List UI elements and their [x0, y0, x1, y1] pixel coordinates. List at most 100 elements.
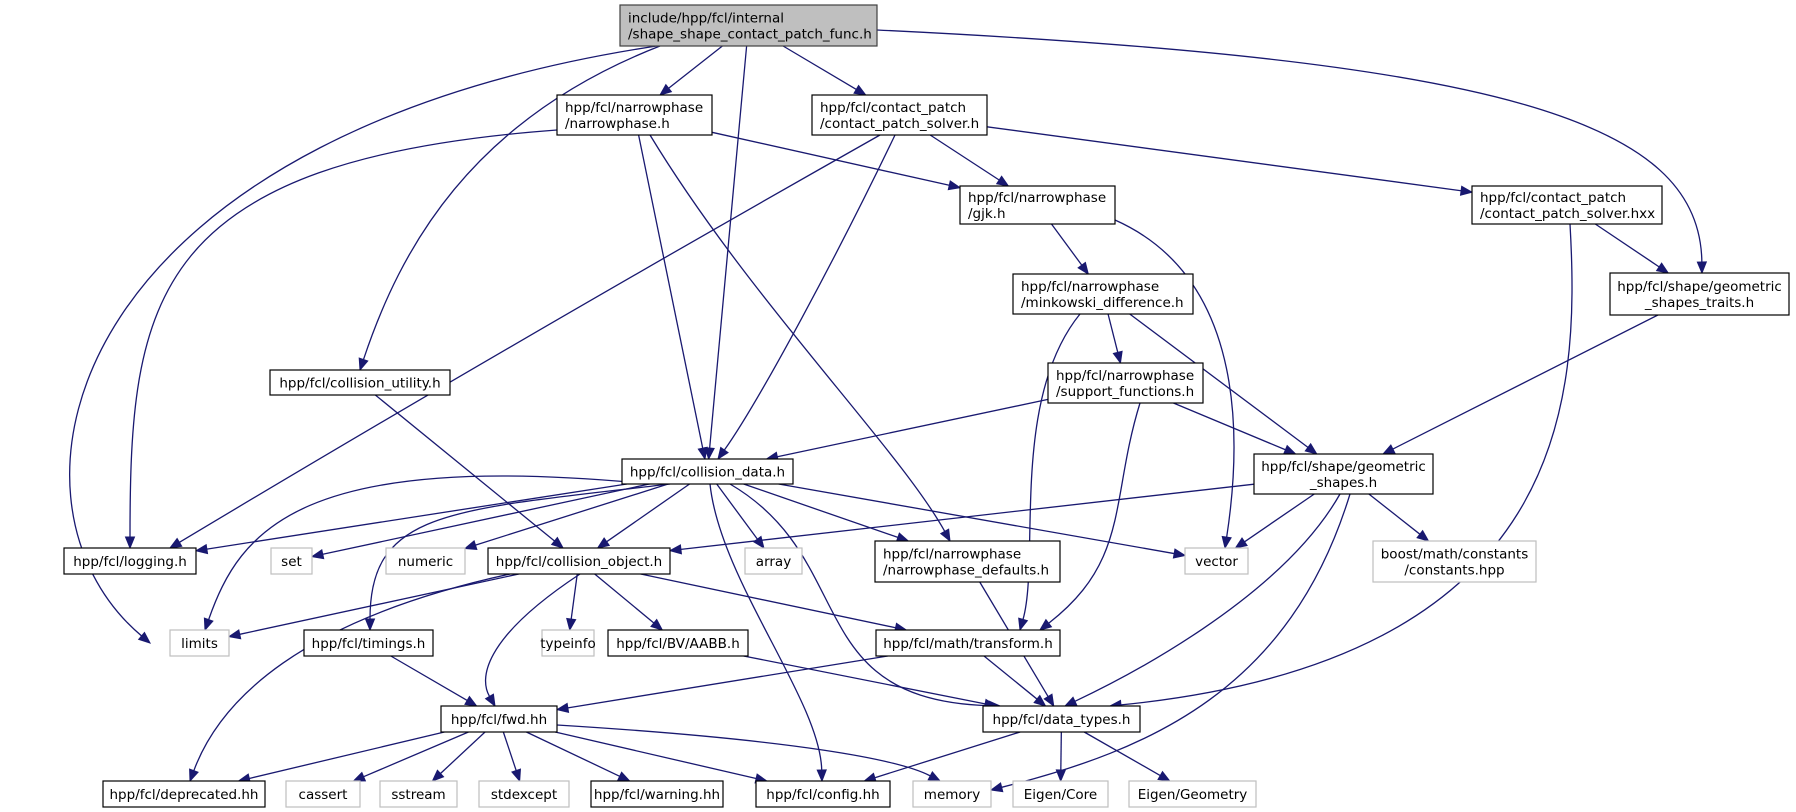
node-label: vector [1195, 554, 1238, 570]
node-box [1184, 547, 1249, 575]
edge-root-to-colutil-line [362, 45, 661, 360]
edge-coldata-to-datatypes-line [729, 483, 990, 707]
edge-root-to-coldata-line [709, 45, 748, 449]
node-vector: vector [1184, 547, 1249, 575]
edge-coldata-to-timings [364, 483, 671, 632]
node-box[interactable] [487, 547, 671, 575]
edge-gshapes-to-vector-arrowhead [1234, 537, 1248, 549]
node-box[interactable] [619, 4, 878, 47]
edge-cps-to-gjk-line [929, 134, 1000, 181]
edge-aabb-to-datatypes [743, 655, 998, 709]
edge-gjk-to-minkowski-line [1050, 223, 1083, 266]
node-box[interactable] [1047, 362, 1204, 404]
node-gstraits[interactable]: hpp/fcl/shape/geometric_shapes_traits.h [1609, 272, 1790, 316]
node-box [1128, 780, 1257, 808]
node-box[interactable] [102, 780, 266, 808]
edge-narrowphase-to-logging-arrowhead [124, 536, 136, 550]
node-transform[interactable]: hpp/fcl/math/transform.h [875, 629, 1061, 657]
nodes-layer: include/hpp/fcl/internal/shape_shape_con… [63, 4, 1790, 808]
node-box[interactable] [303, 629, 434, 657]
node-box[interactable] [875, 629, 1061, 657]
node-coldata[interactable]: hpp/fcl/collision_data.h [621, 458, 794, 485]
node-label: /shape_shape_contact_patch_func.h [628, 27, 872, 43]
node-box[interactable] [269, 369, 451, 396]
node-box[interactable] [440, 705, 558, 733]
edge-coldata-to-set-arrowhead [310, 549, 325, 560]
edge-colobj-to-deprecated-line [193, 573, 511, 771]
node-datatypes[interactable]: hpp/fcl/data_types.h [982, 705, 1141, 733]
node-root[interactable]: include/hpp/fcl/internal/shape_shape_con… [619, 4, 878, 47]
edge-root-to-narrowphase [658, 45, 723, 96]
node-cpshxx[interactable]: hpp/fcl/contact_patch/contact_patch_solv… [1471, 185, 1663, 225]
edge-colobj-to-typeinfo-line [570, 573, 578, 620]
edge-root-to-gstraits [876, 29, 1708, 275]
node-label: cassert [299, 787, 348, 803]
node-label: boost/math/constants [1381, 547, 1529, 563]
node-label: sstream [391, 787, 445, 803]
edge-colobj-to-limits-arrowhead [227, 629, 242, 640]
node-box[interactable] [1471, 185, 1663, 225]
node-gshapes[interactable]: hpp/fcl/shape/geometric_shapes.h [1253, 453, 1434, 495]
edge-colobj-to-deprecated-arrowhead [189, 768, 199, 783]
edge-cpshxx-to-gstraits [1594, 223, 1670, 274]
edge-colobj-to-typeinfo [566, 573, 578, 632]
node-colutil[interactable]: hpp/fcl/collision_utility.h [269, 369, 451, 396]
node-sstream: sstream [379, 780, 458, 808]
node-box [478, 780, 570, 808]
node-box[interactable] [621, 458, 794, 485]
node-minkowski[interactable]: hpp/fcl/narrowphase/minkowski_difference… [1012, 273, 1194, 315]
node-narrowphase[interactable]: hpp/fcl/narrowphase/narrowphase.h [556, 94, 713, 136]
node-logging[interactable]: hpp/fcl/logging.h [63, 547, 197, 575]
node-gjk[interactable]: hpp/fcl/narrowphase/gjk.h [959, 185, 1116, 225]
edge-fwd-to-cassert-line [363, 731, 469, 778]
node-deprecated[interactable]: hpp/fcl/deprecated.hh [102, 780, 266, 808]
node-warning[interactable]: hpp/fcl/warning.hh [590, 780, 724, 808]
node-fwd[interactable]: hpp/fcl/fwd.hh [440, 705, 558, 733]
node-npdefaults[interactable]: hpp/fcl/narrowphase/narrowphase_defaults… [874, 540, 1061, 583]
node-box[interactable] [982, 705, 1141, 733]
node-config[interactable]: hpp/fcl/config.hh [755, 780, 891, 808]
node-cps[interactable]: hpp/fcl/contact_patch/contact_patch_solv… [811, 94, 988, 136]
node-support[interactable]: hpp/fcl/narrowphase/support_functions.h [1047, 362, 1204, 404]
node-box [1012, 780, 1109, 808]
edge-root-to-narrowphase-arrowhead [658, 83, 673, 96]
node-box[interactable] [811, 94, 988, 136]
node-box[interactable] [1609, 272, 1790, 316]
node-box[interactable] [63, 547, 197, 575]
node-box[interactable] [959, 185, 1116, 225]
edge-cps-to-coldata-arrowhead [717, 446, 729, 461]
edge-coldata-to-numeric-arrowhead [463, 539, 478, 550]
edge-fwd-to-sstream-arrowhead [431, 769, 445, 782]
edge-colobj-to-aabb-arrowhead [650, 618, 664, 631]
edge-fwd-to-deprecated [237, 731, 445, 784]
node-colobj[interactable]: hpp/fcl/collision_object.h [487, 547, 671, 575]
edge-root-to-gstraits-arrowhead [1696, 261, 1708, 275]
edge-cps-to-coldata [717, 134, 896, 461]
edge-coldata-to-npdefaults-arrowhead [895, 532, 910, 543]
node-eigencore: Eigen/Core [1012, 780, 1109, 808]
node-timings[interactable]: hpp/fcl/timings.h [303, 629, 434, 657]
edge-fwd-to-memory-arrowhead [927, 771, 942, 782]
edge-datatypes-to-eigencore-arrowhead [1055, 769, 1067, 783]
edge-gshapes-to-colobj-arrowhead [668, 544, 683, 555]
node-box[interactable] [556, 94, 713, 136]
node-label: /constants.hpp [1404, 563, 1504, 579]
edge-support-to-transform [1038, 402, 1141, 631]
node-box[interactable] [755, 780, 891, 808]
edge-support-to-transform-line [1048, 402, 1141, 624]
node-box[interactable] [590, 780, 724, 808]
node-box[interactable] [607, 629, 749, 657]
node-box[interactable] [1253, 453, 1434, 495]
node-box[interactable] [1012, 273, 1194, 315]
edge-coldata-to-vector-arrowhead [1172, 548, 1187, 559]
node-box[interactable] [874, 540, 1061, 583]
edge-colobj-to-transform-line [640, 573, 896, 629]
edge-colobj-to-transform [640, 573, 908, 633]
node-aabb[interactable]: hpp/fcl/BV/AABB.h [607, 629, 749, 657]
node-label: typeinfo [540, 636, 595, 652]
edge-gjk-to-minkowski-arrowhead [1077, 261, 1090, 276]
edge-coldata-to-vector [778, 483, 1187, 559]
edge-support-to-transform-arrowhead [1038, 618, 1053, 631]
edge-datatypes-to-eigencore [1055, 731, 1067, 783]
edge-cps-to-logging-arrowhead [168, 537, 183, 549]
